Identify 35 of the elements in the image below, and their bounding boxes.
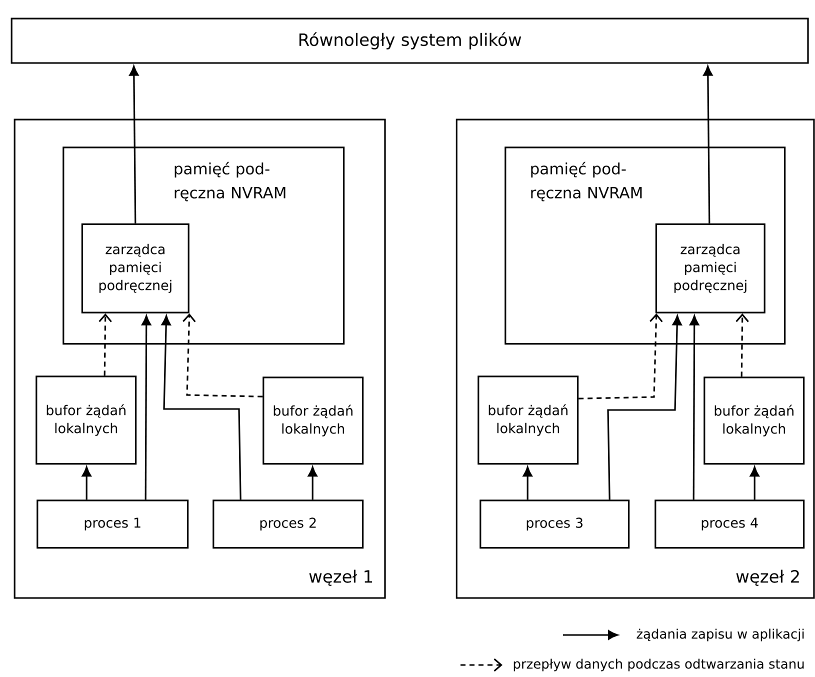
component-box: bufor żądań lokalnych [704,376,805,465]
component-box: bufor żądań lokalnych [262,376,364,465]
arrow [98,313,112,376]
arrow [142,315,152,500]
node-label: węzeł 2 [736,570,799,586]
arrow [182,313,263,398]
arrow [82,466,92,500]
nvram-cache-box [504,146,786,345]
legend-text: przepływ danych podczas odtwarzania stanu [514,658,804,672]
legend-text: żądania zapisu w aplikacji [636,628,804,642]
component-box: proces 3 [480,500,630,549]
arrow [703,66,713,224]
arrow [736,313,749,377]
arrow [690,315,700,500]
component-box: proces 2 [212,500,364,549]
component-box: proces 4 [654,500,805,549]
component-box: zarządca pamięci podręcznej [655,223,766,314]
compute-node-box [456,118,815,599]
box-heading: pamięć pod- ręczna NVRAM [531,162,642,202]
nvram-cache-box [62,146,345,345]
arrow [308,466,318,500]
arrow [522,466,532,500]
file-system-box: Równoległy system plików [10,18,809,64]
component-box: proces 1 [36,500,189,549]
compute-node-box [14,118,386,599]
arrow [750,466,760,500]
arrow [578,313,663,400]
component-box: bufor żądań lokalnych [478,376,579,465]
node-label: węzeł 1 [309,570,372,586]
component-box: bufor żądań lokalnych [36,376,137,465]
arrow [129,66,139,224]
component-box: zarządca pamięci podręcznej [81,223,190,314]
box-heading: pamięć pod- ręczna NVRAM [174,162,286,202]
arrow [607,315,682,500]
arrow [161,315,242,500]
